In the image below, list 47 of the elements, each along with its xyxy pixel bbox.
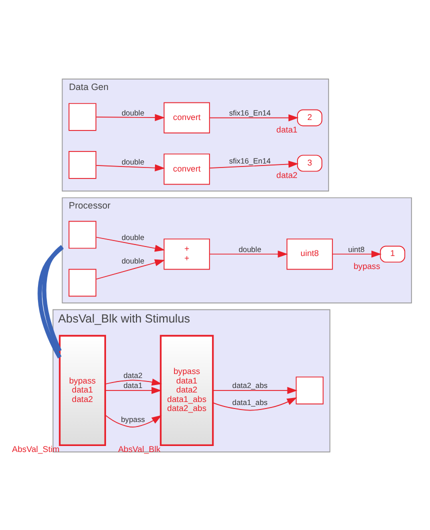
node-box — [68, 102, 96, 130]
arrow — [105, 378, 162, 386]
edge-label: uint8 — [348, 244, 365, 254]
node-label: bypass — [354, 260, 380, 270]
arrow — [96, 164, 165, 171]
node-box: uint8 — [286, 238, 333, 270]
node-box: 3 — [297, 154, 322, 172]
edge-label: double — [122, 232, 144, 242]
node-label: AbsVal_Stim — [12, 443, 60, 454]
edge-label: double — [238, 244, 262, 254]
edge-label: data2_abs — [232, 380, 268, 390]
node-box — [68, 150, 96, 178]
edge-label: double — [122, 256, 144, 266]
arrow — [212, 396, 298, 410]
arrow — [104, 386, 162, 394]
node-box: bypass data1 data2 — [58, 334, 106, 446]
node-box: 1 — [380, 245, 406, 262]
arrow — [96, 236, 165, 252]
edge-label: double — [122, 108, 144, 117]
node-box: 2 — [297, 108, 322, 126]
arrow — [209, 250, 288, 258]
arrow — [96, 114, 165, 121]
edge-label: data2 — [123, 370, 142, 380]
connector — [38, 245, 64, 358]
edge-label: data1_abs — [232, 397, 268, 406]
node-box: bypass data1 data2 data1_abs data2_abs — [160, 334, 214, 446]
edge-label: data1 — [123, 380, 142, 390]
node-box — [296, 376, 324, 404]
arrow — [96, 258, 165, 280]
arrow — [332, 250, 382, 258]
node-label: data1 — [276, 124, 298, 134]
arrow — [209, 160, 299, 168]
node-label: AbsVal_Blk — [118, 443, 160, 454]
node-box — [68, 220, 96, 248]
node-label: data2 — [276, 169, 298, 180]
connector — [42, 244, 64, 352]
node-box: convert — [164, 102, 210, 133]
edge-label: bypass — [120, 414, 145, 424]
edge-label: double — [122, 156, 144, 166]
edge-label: sfix16_En14 — [229, 156, 271, 165]
arrow — [209, 114, 299, 121]
node-box: convert — [164, 153, 210, 184]
arrow — [104, 414, 162, 427]
edge-label: sfix16_En14 — [229, 108, 271, 117]
node-box: + + — [164, 238, 210, 270]
arrow — [212, 386, 298, 394]
node-box — [68, 268, 96, 296]
